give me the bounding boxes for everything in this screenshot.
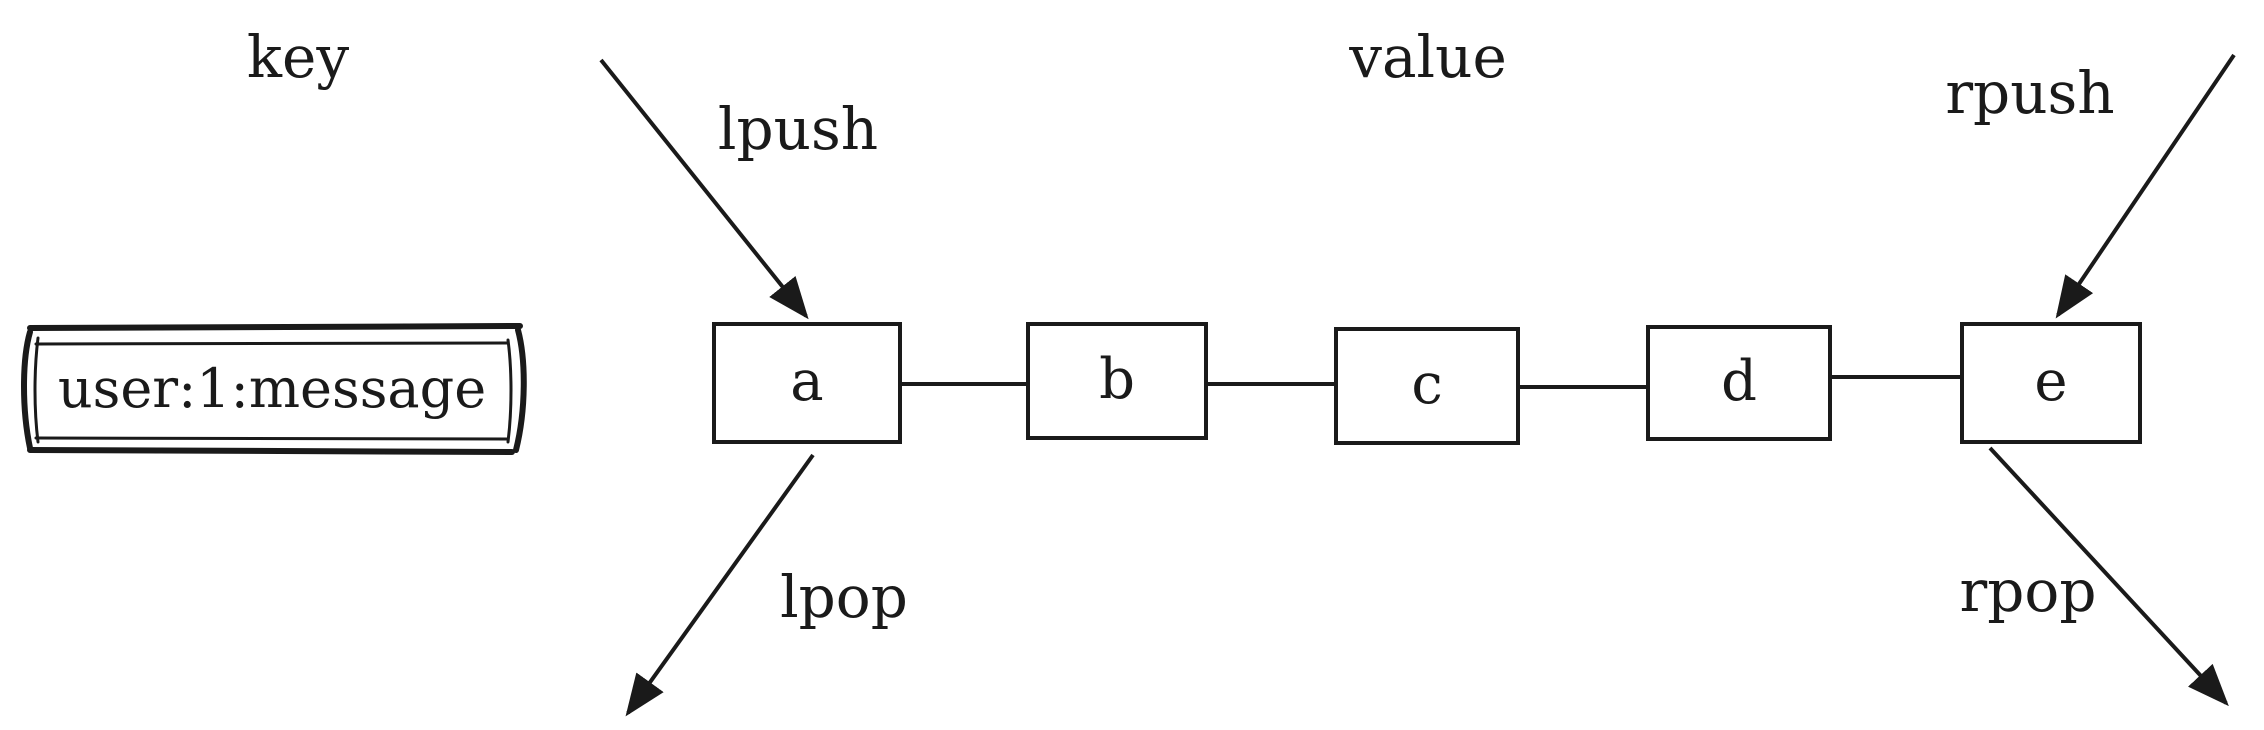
rpush-arrow bbox=[2055, 53, 2236, 319]
node-links bbox=[900, 375, 1962, 389]
rpop-label: rpop bbox=[1959, 557, 2097, 625]
list-node-d: d bbox=[1646, 325, 1832, 441]
node-value: a bbox=[790, 348, 824, 414]
value-label: value bbox=[1349, 23, 1507, 91]
list-node-a: a bbox=[712, 322, 902, 444]
lpush-arrow bbox=[599, 58, 809, 320]
node-value: d bbox=[1721, 348, 1757, 414]
lpush-label: lpush bbox=[717, 95, 879, 163]
key-label: key bbox=[246, 23, 350, 91]
lpop-label: lpop bbox=[780, 563, 908, 631]
lpop-arrow bbox=[625, 453, 815, 717]
rpush-label: rpush bbox=[1945, 59, 2115, 127]
key-box: user:1:message bbox=[22, 327, 522, 449]
list-node-e: e bbox=[1960, 322, 2142, 444]
key-box-frame bbox=[21, 323, 527, 455]
key-name: user:1:message bbox=[57, 356, 487, 420]
node-value: b bbox=[1099, 346, 1135, 412]
list-node-c: c bbox=[1334, 327, 1520, 445]
node-value: e bbox=[2034, 348, 2068, 414]
list-node-b: b bbox=[1026, 322, 1208, 440]
node-value: c bbox=[1411, 351, 1443, 417]
rpop-arrow bbox=[1988, 446, 2229, 707]
